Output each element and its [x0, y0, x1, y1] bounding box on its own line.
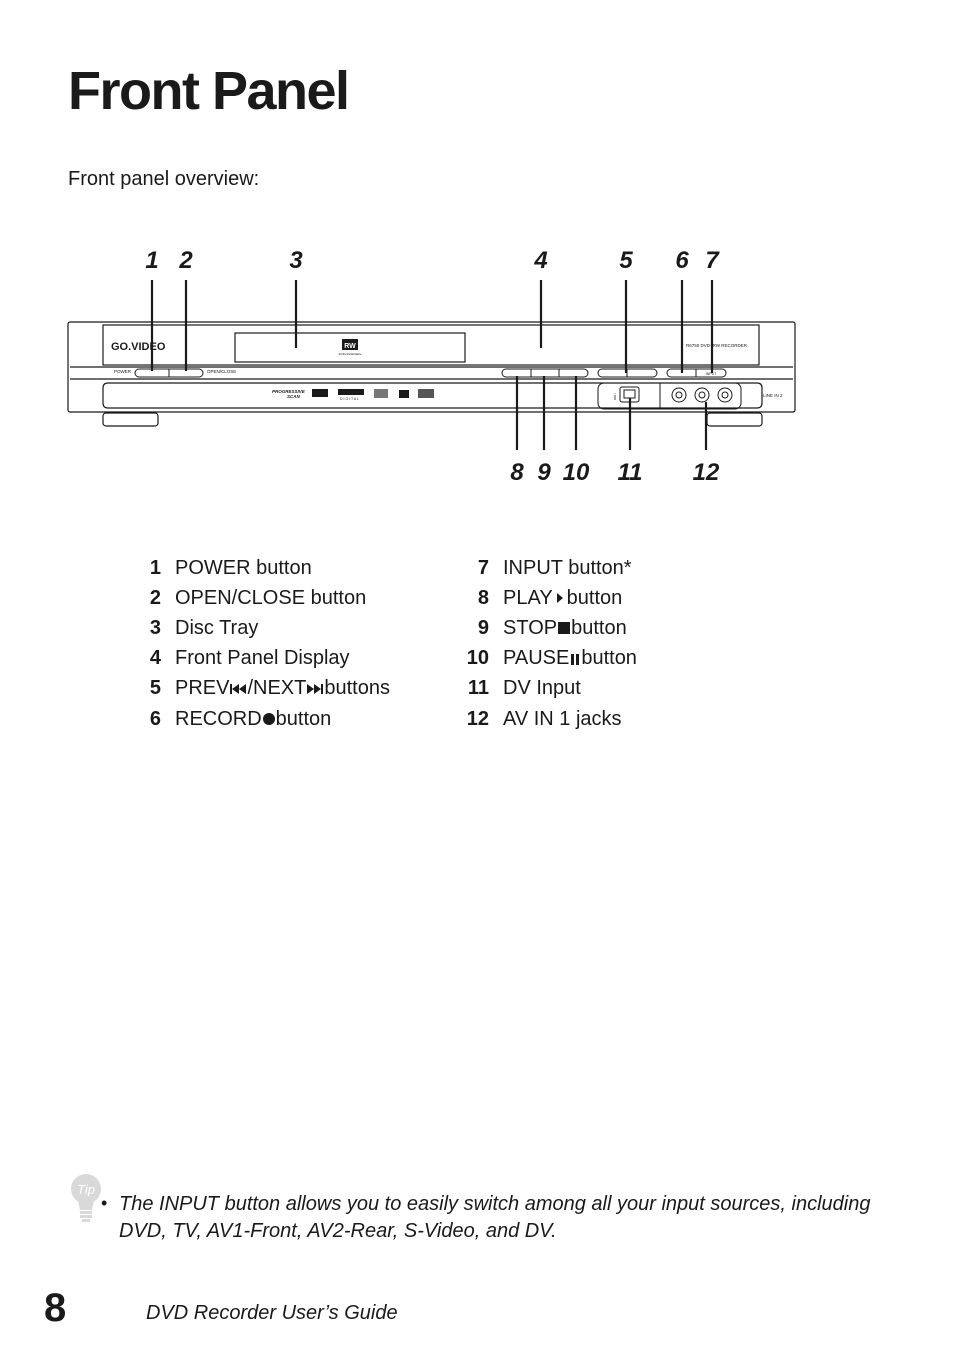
open-close-label: OPEN/CLOSE	[207, 369, 236, 374]
callout-9: 9	[537, 459, 551, 486]
progressive-logo: PROGRESSIVE	[272, 389, 306, 394]
legend-number: 10	[466, 647, 489, 670]
rw-logo-text: RW	[344, 343, 356, 350]
legend-text: DV Input	[503, 677, 581, 700]
legend-item: 12 AV IN 1 jacks	[455, 704, 637, 734]
rw-sub-text: DVD+ReWritable	[339, 352, 362, 356]
callout-7: 7	[705, 247, 720, 274]
legend-item: 9 STOP button	[455, 613, 637, 643]
pause-icon	[571, 653, 580, 665]
legend-text-button: button	[566, 586, 623, 609]
next-icon	[307, 683, 324, 694]
callout-1: 1	[145, 247, 158, 274]
legend-item: 3 Disc Tray	[127, 613, 390, 643]
transport-button-bar	[501, 368, 589, 378]
page-number: 8	[44, 1286, 67, 1330]
rw-logo	[342, 339, 358, 350]
legend-item: 5 PREV /NEXT buttons	[127, 674, 390, 704]
model-label: R6750 DVD+RW RECORDER	[686, 343, 748, 348]
leader-lines	[150, 280, 714, 450]
tip-text: The INPUT button allows you to easily sw…	[119, 1193, 871, 1242]
record-icon	[262, 713, 275, 726]
legend-number: 12	[466, 707, 489, 730]
callout-12: 12	[693, 459, 720, 486]
legend-number: 6	[149, 707, 161, 730]
legend-item: 2 OPEN/CLOSE button	[127, 583, 390, 613]
callout-8: 8	[510, 459, 524, 486]
play-icon	[556, 593, 563, 604]
input-button-label: INPUT	[706, 372, 717, 376]
legend-right-column: 7 INPUT button* 8 PLAY button 9 STOP but…	[455, 553, 637, 734]
legend-item: 1 POWER button	[127, 553, 390, 583]
legend-text-button: button	[571, 616, 627, 639]
callout-4: 4	[533, 247, 547, 274]
callout-11: 11	[618, 459, 643, 486]
brand-logo: GO.VIDEO	[111, 341, 166, 353]
dolby-digital-logo: D I G I T A L	[340, 397, 359, 401]
scan-logo: SCAN	[287, 394, 301, 399]
callout-10: 10	[563, 459, 590, 486]
legend-text: INPUT button*	[503, 556, 632, 579]
legend-item: 8 PLAY button	[455, 583, 637, 613]
legend-text-buttons: buttons	[324, 677, 390, 700]
front-panel-diagram: 1 2 3 4 5 6 7 8 9 10 11 12 GO.VIDEO R675…	[67, 247, 796, 486]
legend-text: AV IN 1 jacks	[503, 707, 622, 730]
legend-text-record: RECORD	[175, 707, 262, 730]
callout-2: 2	[178, 247, 193, 274]
callout-5: 5	[619, 247, 633, 274]
legend-number: 7	[477, 556, 489, 579]
legend-number: 5	[149, 677, 161, 700]
legend-number: 8	[477, 586, 489, 609]
page-title: Front Panel	[68, 61, 350, 121]
input-jacks-panel	[597, 382, 742, 410]
power-label: POWER	[114, 369, 132, 374]
tip-icon-label: Tip	[77, 1182, 95, 1197]
format-logos	[312, 389, 434, 398]
legend-number: 3	[149, 616, 161, 639]
legend-item: 6 RECORD button	[127, 704, 390, 734]
callout-3: 3	[289, 247, 303, 274]
legend-text: POWER button	[175, 556, 312, 579]
dvd-recorder-body	[67, 321, 796, 427]
legend-text: Front Panel Display	[175, 647, 350, 670]
legend-text-button: button	[275, 707, 332, 730]
section-subtitle: Front panel overview:	[68, 168, 260, 190]
legend-number: 9	[477, 616, 489, 639]
legend-text-button: button	[581, 647, 637, 670]
legend-number: 4	[149, 647, 161, 670]
legend-text-play: PLAY	[503, 586, 553, 609]
legend-text: OPEN/CLOSE button	[175, 586, 367, 609]
legend-text-next: /NEXT	[247, 677, 307, 700]
line-in-2-label: LINE IN 2	[763, 393, 783, 398]
legend-number: 1	[149, 556, 161, 579]
legend-text-pause: PAUSE	[503, 647, 570, 670]
legend-number: 11	[467, 677, 489, 700]
legend-number: 2	[149, 586, 161, 609]
legend-text-prev: PREV	[175, 677, 230, 700]
legend-text-stop: STOP	[503, 616, 558, 639]
legend-text: Disc Tray	[175, 616, 259, 639]
legend-left-column: 1 POWER button 2 OPEN/CLOSE button 3 Dis…	[127, 553, 390, 734]
dv-i-link-icon: i	[614, 392, 616, 402]
stop-icon	[558, 622, 571, 635]
legend-item: 10 PAUSE button	[455, 644, 637, 674]
legend-item: 11 DV Input	[455, 674, 637, 704]
callout-6: 6	[675, 247, 689, 274]
footer-title: DVD Recorder User’s Guide	[146, 1302, 398, 1324]
tip-lightbulb-icon: Tip	[71, 1174, 101, 1222]
tip-bullet: •	[101, 1193, 108, 1213]
prev-icon	[230, 683, 247, 694]
legend-item: 7 INPUT button*	[455, 553, 637, 583]
legend-item: 4 Front Panel Display	[127, 644, 390, 674]
